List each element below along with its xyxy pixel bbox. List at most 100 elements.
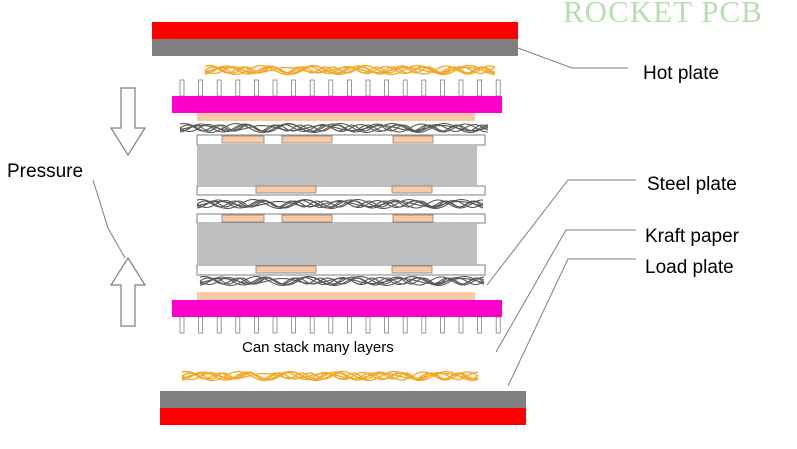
copper-pad [391, 185, 433, 194]
tooling-pin [309, 316, 315, 334]
load-plate-bottom [172, 300, 502, 317]
load-plate-label: Load plate [645, 257, 734, 278]
prepreg-fiber-layer [179, 122, 489, 134]
tooling-pin [179, 316, 185, 334]
tooling-pin [384, 79, 390, 97]
kraft-fiber [181, 372, 479, 380]
copper-pad [281, 135, 333, 144]
kraft-paper-bottom [181, 370, 479, 382]
tooling-pin [272, 79, 278, 97]
tooling-pin [272, 316, 278, 334]
prepreg-fiber [179, 124, 489, 132]
tooling-pin [477, 316, 483, 334]
stack-note: Can stack many layers [242, 339, 394, 356]
load-plate-top [172, 96, 502, 113]
copper-pad [221, 135, 265, 144]
tooling-pins-bottom [179, 316, 501, 334]
bottom-hot-plate [160, 391, 526, 425]
bottom-hot-plate-gray-layer [160, 391, 526, 408]
copper-pad [391, 265, 433, 274]
kraft-fiber [204, 64, 496, 76]
tooling-pin [235, 79, 241, 97]
tooling-pin [291, 79, 297, 97]
tooling-pin [291, 316, 297, 334]
prepreg-fiber-layer [196, 198, 484, 210]
tooling-pin [346, 316, 352, 334]
leader-line-load-plate [507, 258, 636, 387]
kraft-paper-top [204, 64, 496, 76]
tooling-pin [365, 316, 371, 334]
pressure-arrow-down-icon [109, 87, 147, 157]
leader-line-pressure-top [92, 179, 126, 259]
kraft-fiber [181, 370, 479, 382]
tooling-pin [328, 316, 334, 334]
copper-foil-bottom [197, 292, 475, 300]
copper-pad [255, 265, 317, 274]
tooling-pin [458, 316, 464, 334]
top-hot-plate-red-layer [152, 22, 518, 39]
copper-pad [392, 214, 434, 223]
tooling-pin [235, 316, 241, 334]
copper-pads [221, 135, 434, 274]
tooling-pin [421, 316, 427, 334]
tooling-pin [328, 79, 334, 97]
prepreg-fiber [199, 275, 485, 287]
prepreg-fiber [199, 276, 485, 286]
bottom-hot-plate-red-layer [160, 408, 526, 425]
tooling-pin [477, 79, 483, 97]
prepreg-fiber [196, 198, 484, 210]
tooling-pin [216, 79, 222, 97]
steel-plate [196, 134, 486, 146]
kraft-paper-label: Kraft paper [645, 226, 739, 247]
top-hot-plate-gray-layer [152, 39, 518, 56]
copper-pad [255, 185, 317, 194]
tooling-pin [198, 79, 204, 97]
top-hot-plate [152, 22, 518, 56]
tooling-pins-top [179, 79, 501, 97]
prepreg-fiber [199, 277, 485, 285]
tooling-pin [439, 79, 445, 97]
tooling-pin [439, 316, 445, 334]
copper-pad [392, 135, 434, 144]
pressure-arrow-up-icon [109, 256, 147, 327]
prepreg-fiber [196, 200, 484, 208]
copper-pad [221, 214, 265, 223]
leader-lines [92, 47, 636, 387]
prepreg-fiber [179, 122, 489, 134]
laminate-core [197, 223, 477, 265]
tooling-pin [402, 316, 408, 334]
steel-plate-label: Steel plate [647, 174, 737, 195]
tooling-pin [198, 316, 204, 334]
leader-line-steel-plate [486, 179, 636, 286]
prepreg-fiber [196, 200, 484, 208]
prepreg-fiber [196, 199, 483, 209]
tooling-pin [179, 79, 185, 97]
watermark-logo: ROCKET PCB [563, 0, 763, 29]
copper-foil-top [197, 113, 475, 121]
tooling-pin [421, 79, 427, 97]
tooling-pin [253, 79, 259, 97]
steel-plate [196, 185, 486, 196]
tooling-pin [309, 79, 315, 97]
tooling-pin [495, 79, 501, 97]
tooling-pin [402, 79, 408, 97]
steel-plate [196, 264, 486, 276]
laminate-core [197, 146, 477, 186]
tooling-pin [458, 79, 464, 97]
tooling-pin [346, 79, 352, 97]
prepreg-fiber [199, 277, 485, 285]
tooling-pin [365, 79, 371, 97]
tooling-pin [495, 316, 501, 334]
leader-line-kraft-paper [495, 229, 636, 353]
pressure-label: Pressure [7, 161, 84, 182]
prepreg-fiber-layer [199, 275, 485, 287]
leader-line-hot-plate [517, 47, 628, 69]
hot-plate-label: Hot plate [643, 63, 720, 84]
kraft-fiber [204, 66, 496, 74]
tooling-pin [253, 316, 259, 334]
tooling-pin [216, 316, 222, 334]
copper-pad [281, 214, 333, 223]
tooling-pin [384, 316, 390, 334]
